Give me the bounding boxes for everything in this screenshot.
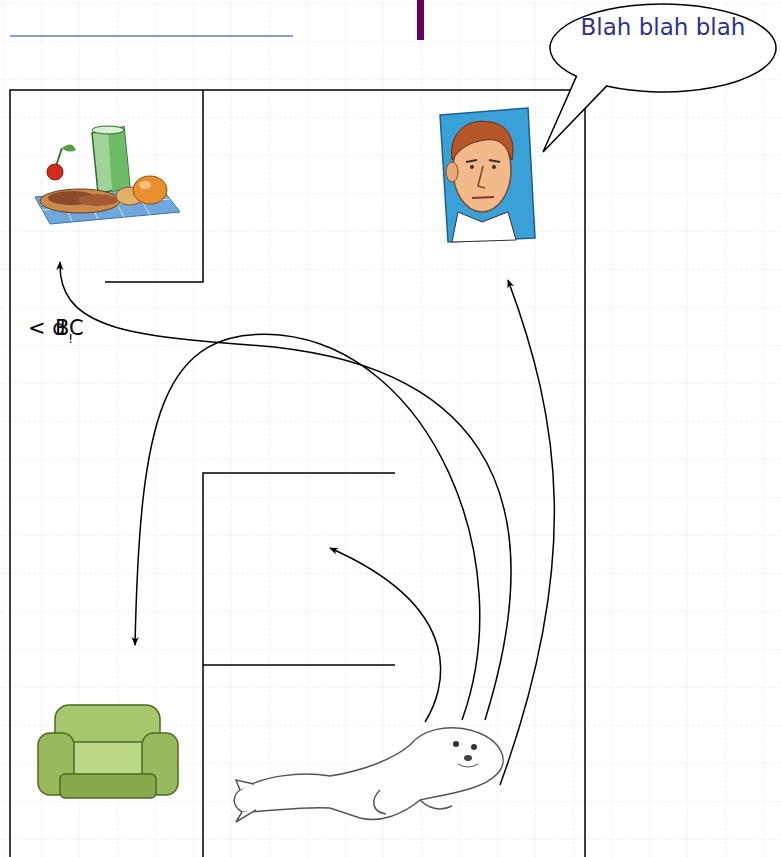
seal-picture-part (234, 728, 503, 820)
man-picture-part (440, 108, 535, 242)
food-picture-part (47, 164, 63, 180)
man-picture-part (452, 212, 516, 242)
move-arrow (500, 280, 554, 785)
food-picture-part (92, 127, 130, 193)
seal-picture-part (453, 741, 459, 747)
seal-picture-part (420, 800, 452, 809)
food-picture-part (62, 144, 76, 151)
man-picture-part (478, 166, 485, 188)
seal-picture-part (471, 744, 477, 750)
speech-text: Blah blah blah (580, 13, 746, 41)
man-picture-part (472, 197, 494, 198)
room-walls-part (105, 90, 203, 282)
seal-picture (234, 728, 503, 822)
armchair-picture (38, 705, 178, 798)
man-picture-part (452, 121, 513, 160)
food-picture-part (139, 181, 151, 189)
food-picture-part (92, 126, 124, 134)
food-picture-part (133, 176, 167, 204)
move-arrows (60, 262, 554, 785)
move-arrow (135, 334, 480, 720)
title-underline (10, 35, 293, 37)
bubble-shape (543, 4, 776, 152)
food-picture-part (108, 127, 130, 191)
room-walls (10, 90, 585, 857)
man-picture-part (492, 165, 496, 169)
room-walls-part (10, 90, 585, 857)
seal-picture-part (458, 764, 478, 767)
move-arrow (330, 548, 441, 722)
armchair-picture-part (60, 774, 156, 798)
speech-bubble: Blah blah blah (540, 2, 780, 154)
man-picture-part (470, 165, 474, 169)
seal-picture-part (236, 780, 254, 790)
seal-picture-part (464, 755, 472, 761)
food-picture-part (78, 194, 118, 206)
move-arrow (60, 262, 511, 720)
seal-picture-part (236, 810, 256, 822)
title-bar (417, 0, 424, 40)
man-picture-part (489, 160, 500, 162)
man-picture-part (466, 160, 477, 162)
man-picture-part (446, 162, 458, 182)
distance-note: ! (68, 332, 73, 345)
armchair-picture-part (68, 742, 150, 776)
man-picture (440, 108, 535, 242)
food-picture-part (56, 148, 62, 166)
food-picture-part (40, 189, 120, 213)
seal-picture-part (374, 790, 386, 814)
room-walls-part (203, 664, 395, 666)
food-picture (35, 126, 180, 224)
